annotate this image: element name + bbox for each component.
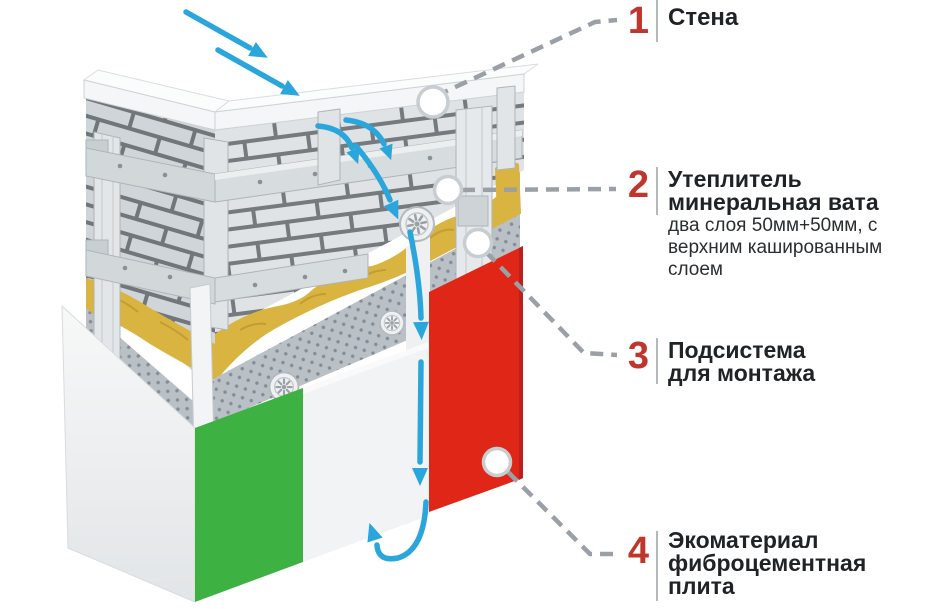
panel-red [429, 246, 523, 512]
marker-circles [416, 85, 513, 478]
airflow-arrow [215, 47, 285, 89]
callout-2-description: два слоя 50мм+50мм, с верхним кашированн… [668, 215, 883, 280]
callout-2-number: 2 [627, 164, 649, 206]
lower-rail-left [85, 249, 216, 305]
lower-rail-right [214, 253, 369, 303]
callout-1-separator [656, 0, 658, 42]
callout-4-number: 4 [627, 530, 649, 572]
connector-1 [435, 17, 618, 99]
airflow-arrow [315, 123, 355, 151]
callout-2-separator [656, 167, 658, 215]
panel-white [303, 342, 428, 562]
callout-1-title: Стена [668, 4, 739, 31]
callout-2-title: Утеплитель минеральная вата [668, 166, 879, 215]
wall-ledge-right [214, 73, 525, 131]
airflow-arrow [407, 229, 424, 321]
airflow-arrows [183, 9, 429, 562]
airflow-arrow [417, 359, 424, 465]
airflow-arrow [343, 117, 387, 147]
cladding-panels [61, 246, 523, 603]
airflow-arrow [353, 143, 393, 203]
airflow-arrow [183, 9, 253, 51]
callout-3-number: 3 [627, 335, 649, 377]
connector-4 [506, 470, 617, 557]
callout-4-title: Экоматериал фиброцементная плита [668, 527, 867, 599]
marker-circle-4 [481, 446, 513, 478]
right-edge-profile [496, 85, 516, 171]
airflow-arrow [374, 499, 429, 562]
callout-1-number: 1 [627, 0, 649, 42]
marker-circle-3 [462, 227, 494, 259]
callout-4-separator [656, 531, 658, 601]
callout-connectors [435, 17, 618, 557]
profile-bracket [457, 195, 489, 227]
connector-2 [461, 186, 617, 193]
connector-3 [484, 250, 618, 358]
marker-circle-1 [416, 85, 450, 119]
panel-green [195, 388, 303, 602]
callout-3-title: Подсистема для монтажа [668, 337, 816, 386]
marker-circle-2 [432, 174, 464, 206]
callout-3-separator [656, 338, 658, 384]
mid-vertical-profile [317, 108, 341, 186]
panel-red-edge [519, 246, 523, 480]
